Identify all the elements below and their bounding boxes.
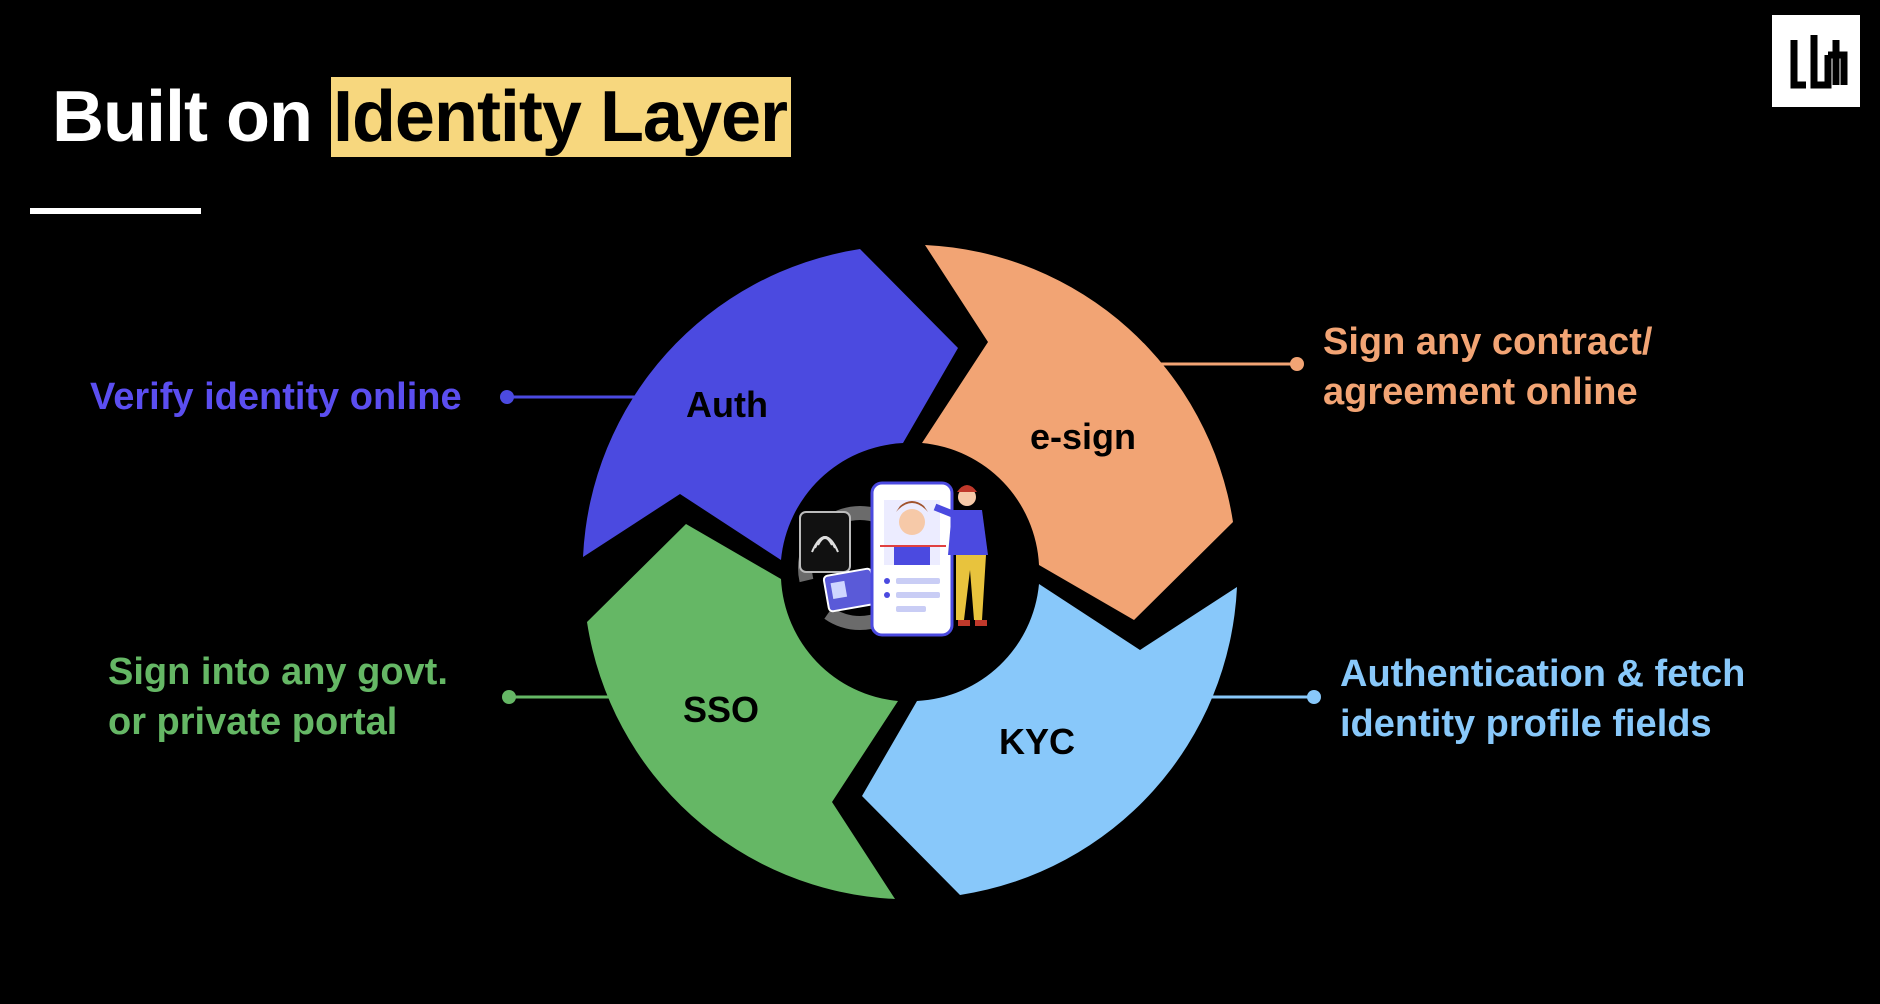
segment-sso [587, 524, 898, 899]
callout-sso: Sign into any govt. or private portal [108, 647, 448, 747]
callout-sso-line1: Sign into any govt. [108, 651, 448, 693]
title-highlight: Identity Layer [330, 77, 792, 157]
identity-verification-illustration-icon [798, 481, 988, 637]
page-title: Built on Identity Layer [52, 72, 792, 162]
callout-auth-line1: Verify identity online [90, 376, 462, 418]
callout-kyc-line1: Authentication & fetch [1340, 653, 1746, 695]
brand-logo-icon [1772, 15, 1860, 107]
callout-esign: Sign any contract/ agreement online [1323, 317, 1652, 417]
connector-kyc [1200, 690, 1321, 704]
callout-kyc: Authentication & fetch identity profile … [1340, 649, 1745, 749]
segment-esign [922, 245, 1233, 620]
callout-kyc-line2: identity profile fields [1340, 703, 1712, 745]
callout-esign-line1: Sign any contract/ [1323, 321, 1653, 363]
connector-auth [500, 390, 655, 404]
segment-label-sso: SSO [683, 689, 759, 730]
segment-auth [583, 249, 958, 560]
title-underline [30, 208, 201, 214]
callout-esign-line2: agreement online [1323, 371, 1638, 413]
segment-label-esign: e-sign [1030, 416, 1136, 457]
segment-kyc [862, 584, 1237, 895]
connector-esign [1150, 357, 1304, 371]
segment-label-auth: Auth [686, 384, 768, 425]
segment-label-kyc: KYC [999, 721, 1075, 762]
title-plain: Built on [52, 77, 331, 157]
callout-auth: Verify identity online [90, 372, 462, 422]
connector-sso [502, 690, 620, 704]
callout-sso-line2: or private portal [108, 701, 398, 743]
